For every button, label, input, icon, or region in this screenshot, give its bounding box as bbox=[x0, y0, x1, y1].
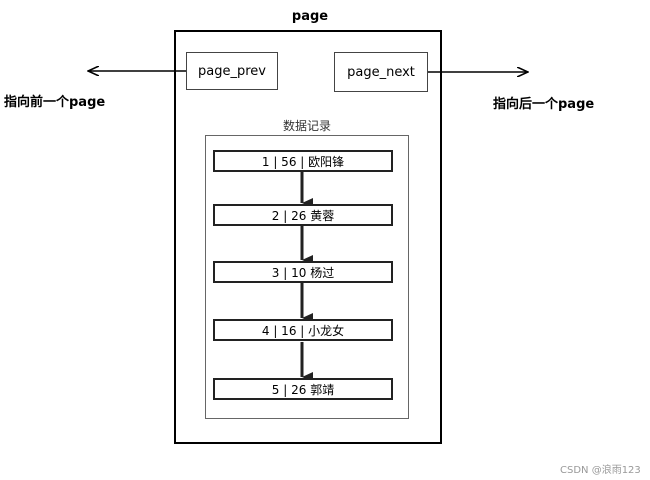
record-item: 1 | 56 | 欧阳锋 bbox=[213, 150, 393, 172]
page-next-box: page_next bbox=[334, 52, 428, 92]
watermark: CSDN @浪雨123 bbox=[560, 465, 641, 476]
prev-direction-label: 指向前一个page bbox=[4, 95, 106, 110]
records-title: 数据记录 bbox=[282, 119, 331, 133]
record-item: 4 | 16 | 小龙女 bbox=[213, 319, 393, 341]
record-item: 5 | 26 郭靖 bbox=[213, 378, 393, 400]
records-container bbox=[205, 135, 409, 419]
page-prev-box: page_prev bbox=[186, 52, 278, 90]
page-title: page bbox=[291, 9, 329, 24]
record-item: 2 | 26 黄蓉 bbox=[213, 204, 393, 226]
next-direction-label: 指向后一个page bbox=[493, 97, 595, 112]
record-item: 3 | 10 杨过 bbox=[213, 261, 393, 283]
page-container bbox=[174, 30, 442, 444]
